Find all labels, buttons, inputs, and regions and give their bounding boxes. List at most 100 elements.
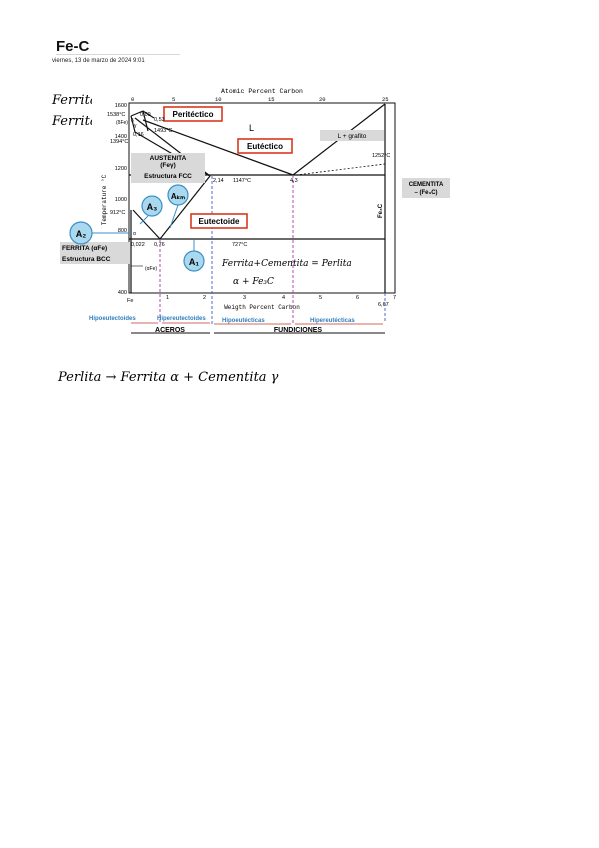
comp-009: 0,09	[140, 112, 151, 118]
y-tick: 800	[118, 228, 127, 234]
cementita-formula: – (Fe₃C)	[414, 190, 437, 196]
y-axis-label: Temperature °C	[101, 174, 108, 225]
region-liquid: L	[249, 123, 254, 133]
delta-boundary	[130, 115, 136, 133]
a2-label: A₂	[76, 229, 87, 239]
x-tick: 5	[319, 295, 322, 301]
temp-1493: 1493°C	[154, 128, 172, 134]
comp-016: 0,16	[133, 132, 144, 138]
acm-pointer	[169, 204, 179, 229]
a3-line	[132, 209, 161, 240]
composition-labels: 0,09 0,53 0,16 2,14 4,3 0,022 0,76 6,67	[131, 112, 389, 308]
comp-0022: 0,022	[131, 242, 145, 248]
top-tick: 5	[172, 96, 175, 103]
temp-1394: 1394°C	[110, 139, 128, 145]
eutectico-box	[237, 138, 293, 154]
top-tick: 0	[131, 96, 134, 103]
label-hipoeutectoides: Hipoeutectoides	[89, 316, 136, 322]
label-aceros: ACEROS	[155, 327, 185, 334]
small-phase-labels: (δFe) γ δ (αFe) α	[116, 118, 157, 272]
temp-727: 727°C	[232, 242, 247, 248]
austenita-structure: Estructura FCC	[144, 173, 192, 180]
peritectico-box	[163, 106, 223, 122]
comp-053: 0,53	[154, 117, 165, 123]
x-tick: 1	[166, 295, 169, 301]
label-hipoeutecticas: Hipoeutécticas	[222, 318, 265, 324]
temperature-labels: 1538°C 1394°C 1493°C 1147°C 1252°C 912°C…	[107, 112, 390, 248]
gamma-small-label: γ	[134, 123, 137, 129]
cementita-box	[402, 178, 450, 198]
a3-pointer	[139, 215, 149, 225]
comp-667: 6,67	[378, 302, 389, 308]
x-tick: 4	[282, 295, 285, 301]
top-tick: 15	[268, 96, 275, 103]
x-axis-ticks: Fe 1 2 3 4 5 6 7	[127, 295, 396, 304]
top-tick: 10	[215, 96, 222, 103]
x-axis-label: Weigth Percent Carbon	[224, 304, 300, 311]
liquidus-to-eutectic	[142, 119, 294, 176]
x-tick: 6	[356, 295, 359, 301]
acm-line	[159, 175, 211, 240]
comp-214: 2,14	[213, 178, 224, 184]
a1-label: A₁	[189, 257, 199, 267]
label-hipereutecticas: Hipereutécticas	[310, 318, 355, 324]
steel-cast-iron-classes: Hipoeutectoides Hipereutectoides Hipoeut…	[89, 316, 355, 324]
ferrita-title: FERRITA (αFe)	[62, 245, 107, 252]
graphite-line	[295, 163, 386, 176]
label-hipereutectoides: Hipereutectoides	[157, 316, 206, 322]
circle-a3	[141, 195, 163, 217]
page-title: Fe-C	[56, 38, 90, 55]
y-tick: 1000	[115, 197, 127, 203]
top-tick: 20	[319, 96, 326, 103]
class-arrows	[131, 322, 383, 325]
composition-guides	[159, 175, 386, 324]
handwritten-perlita-note: Ferrita+Cementita = Perlita	[221, 259, 352, 269]
temp-1252: 1252°C	[372, 153, 390, 159]
eutectoide-box	[190, 213, 248, 229]
austenita-phase: (Feγ)	[160, 162, 176, 169]
austenita-box	[131, 153, 205, 183]
delta-small-label: δ	[131, 118, 134, 124]
handwritten-perlita-formula: Perlita → Ferrita α + Cementita γ	[57, 370, 279, 385]
comp-43: 4,3	[290, 178, 298, 184]
comp-076: 0,76	[154, 242, 165, 248]
alpha-fe-low-label: (αFe)	[145, 266, 157, 272]
circle-pointers	[92, 204, 195, 251]
eutectico-label: Eutéctico	[247, 142, 283, 151]
temp-1147: 1147°C	[233, 178, 251, 184]
ferrita-structure: Estructura BCC	[62, 256, 111, 263]
critical-point-circles	[69, 184, 205, 272]
graphite-region-bg	[320, 130, 384, 141]
y-tick: 400	[118, 290, 127, 296]
plot-frame	[128, 102, 396, 294]
y-tick: 1600	[115, 103, 127, 109]
label-fundiciones: FUNDICIONES	[274, 327, 323, 334]
delta-fe-label: (δFe)	[116, 120, 128, 126]
eutectoide-label: Eutectoide	[199, 217, 240, 226]
cementita-title: CEMENTITA	[409, 182, 444, 188]
x-tick: 2	[203, 295, 206, 301]
peritectico-label: Peritéctico	[173, 110, 214, 119]
fe-c-phase-diagram: Atomic Percent Carbon 0 5 10 15 20 25 Te…	[60, 88, 450, 340]
top-axis-label: Atomic Percent Carbon	[221, 88, 303, 95]
temp-1538: 1538°C	[107, 112, 125, 118]
x-tick: 7	[393, 295, 396, 301]
top-axis-ticks: 0 5 10 15 20 25	[131, 96, 389, 103]
x-tick: Fe	[127, 298, 133, 304]
temp-912: 912°C	[110, 210, 125, 216]
y-tick: 1400	[115, 134, 127, 140]
note-date: viernes, 13 de marzo de 2024 9:01	[52, 58, 145, 64]
austenita-title: AUSTENITA	[150, 155, 187, 162]
top-tick: 25	[382, 96, 389, 103]
y-tick: 1200	[115, 166, 127, 172]
a3-label: A₃	[147, 202, 158, 212]
x-tick: 3	[243, 295, 246, 301]
acm-label: Aₖₘ	[171, 192, 185, 201]
handwritten-alpha-fe3c: α + Fe₃C	[233, 277, 274, 287]
title-divider	[56, 54, 180, 55]
region-l-grafito: L + grafito	[338, 133, 367, 140]
ferrita-box	[60, 242, 130, 264]
fe3c-axis-label: Fe₃C	[378, 203, 384, 218]
alpha-small-label: α	[133, 231, 136, 237]
